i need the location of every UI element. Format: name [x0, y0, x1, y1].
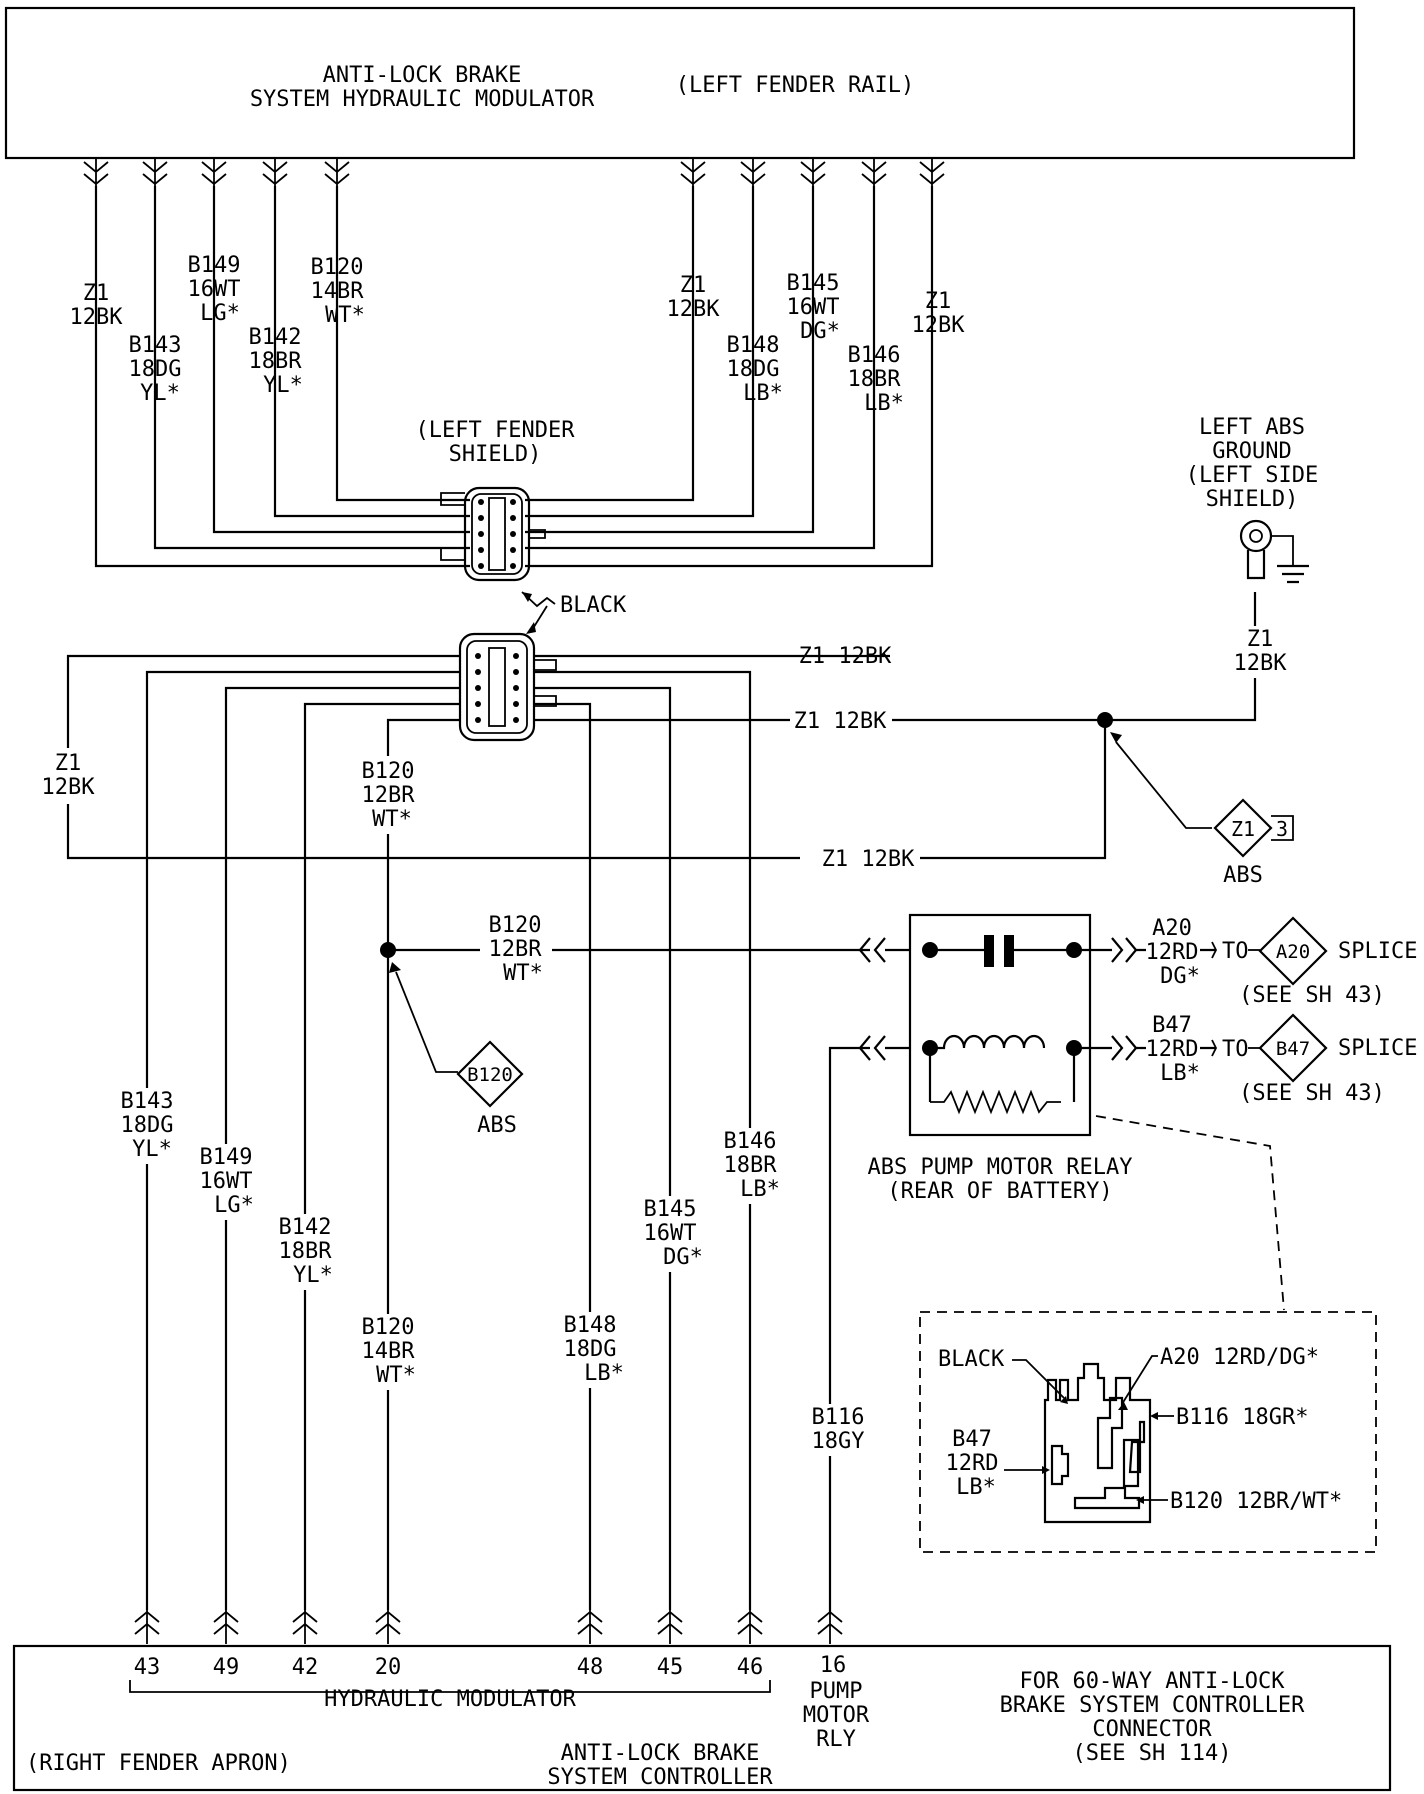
b120-splice-code: B120 [467, 1064, 513, 1086]
inset-leader [1095, 1115, 1285, 1311]
inset-a20-label: A20 12RD/DG* [1160, 1345, 1319, 1370]
controller-pins: 43 49 42 20 48 45 46 16 [134, 1653, 847, 1680]
connector-color-label: BLACK [560, 593, 627, 618]
controller-location: (RIGHT FENDER APRON) [26, 1751, 291, 1776]
pin-label: 45 [657, 1655, 684, 1680]
lower-connector-wires [66, 592, 1257, 1610]
z1-label-middle: Z1 12BK [794, 709, 887, 734]
a20-splice-label: SPLICE [1338, 939, 1417, 964]
pin-label: 43 [134, 1655, 161, 1680]
black-arrow-up [522, 592, 532, 602]
b47-splice-code: B47 [1276, 1038, 1310, 1060]
hydraulic-bracket [129, 1680, 771, 1693]
pin-label: 42 [292, 1655, 319, 1680]
b120-splice-leader [395, 971, 458, 1073]
z1-splice-leader [1115, 741, 1212, 829]
controller-connector-symbols [134, 1610, 843, 1644]
b47-splice-label: SPLICE [1338, 1036, 1417, 1061]
abs-controller-box [12, 1644, 1392, 1792]
inset-connector [1043, 1362, 1152, 1524]
inset-b120-label: B120 12BR/WT* [1170, 1489, 1342, 1514]
z1-label-bottom: Z1 12BK [822, 847, 915, 872]
relay-label: ABS PUMP MOTOR RELAY(REAR OF BATTERY) [868, 1155, 1133, 1204]
abs-pump-motor-relay [828, 913, 1138, 1612]
b47-splice-ref: (SEE SH 43) [1239, 1081, 1385, 1106]
top-wires [94, 186, 934, 568]
z1-splice-sheet: 3 [1276, 817, 1288, 841]
b47-splice-diamond [1258, 1013, 1328, 1083]
z1-label-top: Z1 12BK [799, 644, 892, 669]
pin-label: 46 [737, 1655, 764, 1680]
z1-splice-dot [1097, 712, 1113, 728]
z1-splice-label: ABS [1223, 863, 1263, 888]
relay-connector-inset [919, 1311, 1377, 1553]
b120-splice-label: ABS [477, 1113, 517, 1138]
z1-splice-diamond [1213, 798, 1273, 858]
inset-black-label: BLACK [938, 1347, 1005, 1372]
modulator-connector-symbols [83, 158, 945, 186]
inset-b116-label: B116 18GR* [1176, 1405, 1308, 1430]
z1-splice-code: Z1 [1231, 817, 1255, 841]
pin-label: 48 [577, 1655, 604, 1680]
pin-label: 20 [375, 1655, 402, 1680]
pin-label: 49 [213, 1655, 240, 1680]
a20-splice-ref: (SEE SH 43) [1239, 983, 1385, 1008]
upper-connector [440, 486, 546, 582]
ground-symbol [1239, 519, 1309, 584]
modulator-location: (LEFT FENDER RAIL) [676, 73, 914, 98]
a20-splice-code: A20 [1276, 941, 1310, 963]
b47-to: TO [1222, 1037, 1249, 1062]
a20-splice-diamond [1258, 916, 1328, 986]
modulator-title-line2: SYSTEM HYDRAULIC MODULATOR [250, 87, 595, 112]
b120-splice-diamond [456, 1040, 524, 1108]
hydraulic-modulator-box [4, 6, 1356, 160]
modulator-title-line1: ANTI-LOCK BRAKE [323, 63, 522, 88]
hydraulic-modulator-label: HYDRAULIC MODULATOR [324, 1687, 576, 1712]
pin-label: 16 [820, 1653, 847, 1678]
a20-to: TO [1222, 939, 1249, 964]
